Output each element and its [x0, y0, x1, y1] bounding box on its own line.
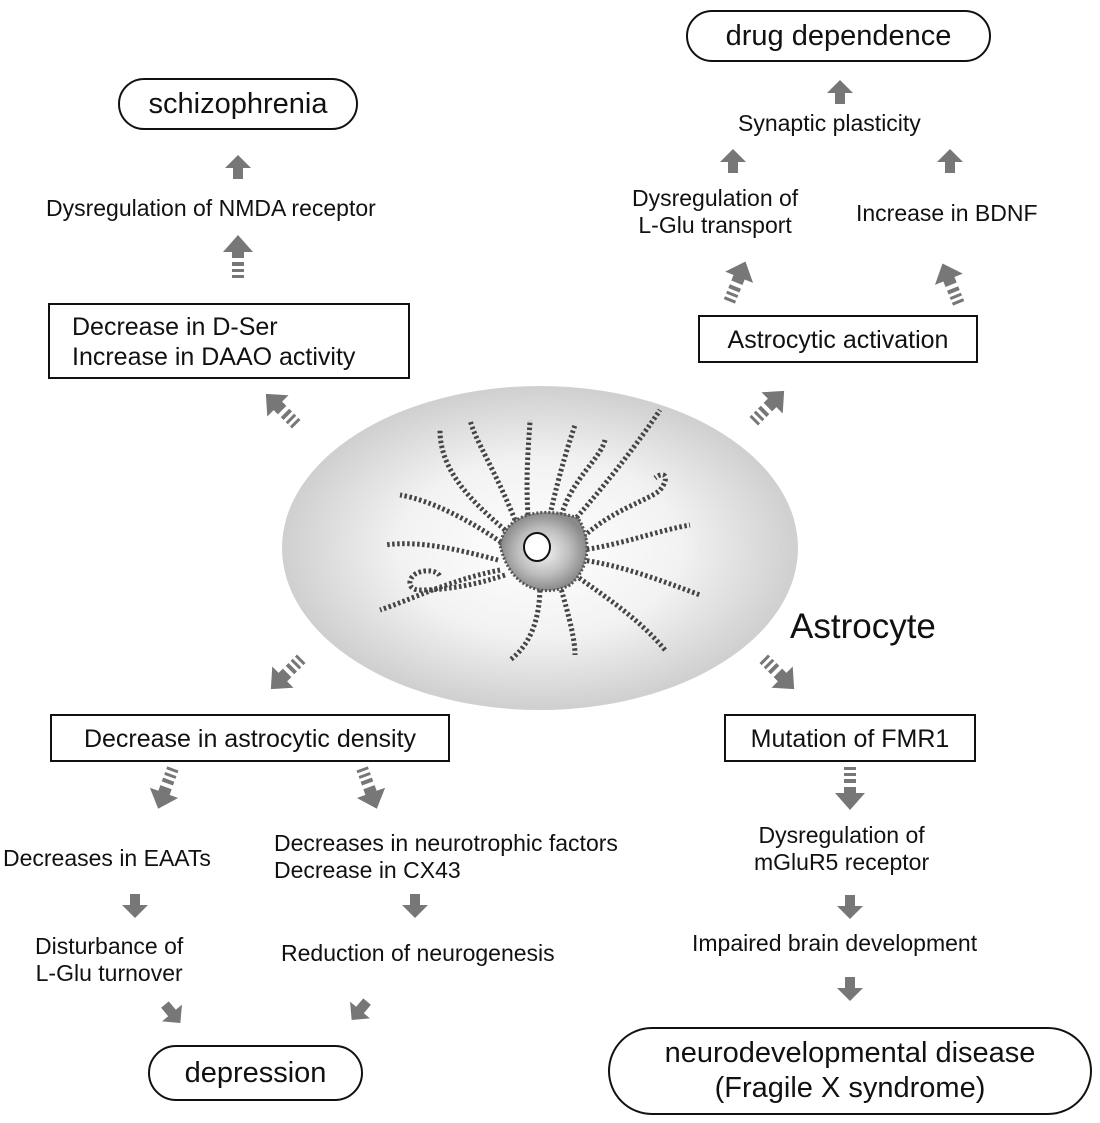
lglu-turnover-line-1: Disturbance of [35, 933, 184, 959]
solid-arrow-icon [225, 155, 251, 179]
neurotrophic-line-1: Decreases in neurotrophic factors [274, 830, 618, 856]
daao-line: Increase in DAAO activity [72, 343, 356, 371]
dashed-arrow-icon [753, 648, 805, 700]
dashed-arrow-icon [743, 380, 795, 432]
depression-node: depression [148, 1045, 363, 1101]
schizophrenia-node: schizophrenia [118, 78, 358, 130]
impaired-development-label: Impaired brain development [692, 930, 978, 956]
dashed-arrow-icon [348, 763, 391, 814]
astrocytic-density-label: Decrease in astrocytic density [83, 725, 417, 753]
dser-daao-box: Decrease in D-Ser Increase in DAAO activ… [48, 303, 410, 379]
solid-arrow-icon [122, 894, 148, 918]
fmr1-box: Mutation of FMR1 [724, 714, 976, 762]
neurotrophic-label: Decreases in neurotrophic factors Decrea… [274, 830, 618, 884]
mglur5-label: Dysregulation of mGluR5 receptor [754, 822, 929, 876]
mglur5-line-2: mGluR5 receptor [754, 848, 930, 875]
lglu-transport-line-1: Dysregulation of [632, 185, 799, 211]
neurogenesis-label: Reduction of neurogenesis [281, 940, 555, 966]
solid-arrow-icon [827, 80, 853, 104]
lglu-transport-label: Dysregulation of L-Glu transport [632, 185, 798, 239]
fragile-x-node: neurodevelopmental disease (Fragile X sy… [608, 1027, 1092, 1115]
dashed-arrow-icon [223, 235, 253, 278]
astrocytic-activation-label: Astrocytic activation [727, 326, 949, 354]
solid-arrow-icon [402, 894, 428, 918]
astrocytic-activation-box: Astrocytic activation [698, 315, 978, 363]
dashed-arrow-icon [260, 648, 312, 700]
dashed-arrow-icon [255, 383, 307, 435]
solid-arrow-icon [837, 895, 863, 919]
lglu-turnover-label: Disturbance of L-Glu turnover [35, 933, 183, 987]
astrocyte-nucleus [523, 532, 551, 562]
schizophrenia-label: schizophrenia [148, 87, 328, 120]
drug-dependence-node: drug dependence [686, 10, 991, 62]
fragile-x-line-2: (Fragile X syndrome) [714, 1072, 986, 1104]
solid-arrow-icon [154, 996, 191, 1032]
astrocyte-label: Astrocyte [790, 607, 936, 646]
eaats-label: Decreases in EAATs [3, 845, 211, 871]
fragile-x-line-1: neurodevelopmental disease [664, 1037, 1036, 1070]
nmda-dysregulation-label: Dysregulation of NMDA receptor [46, 195, 376, 221]
neurotrophic-line-2: Decrease in CX43 [274, 856, 461, 883]
astrocytic-density-box: Decrease in astrocytic density [50, 714, 450, 762]
lglu-turnover-line-2: L-Glu turnover [35, 959, 183, 986]
lglu-transport-line-2: L-Glu transport [638, 211, 792, 238]
solid-arrow-icon [341, 993, 378, 1029]
astrocyte-cell-icon [379, 408, 701, 662]
depression-label: depression [184, 1056, 327, 1089]
solid-arrow-icon [720, 149, 746, 173]
fmr1-label: Mutation of FMR1 [750, 725, 950, 753]
mglur5-line-1: Dysregulation of [758, 822, 925, 848]
dashed-arrow-icon [835, 767, 865, 810]
solid-arrow-icon [837, 977, 863, 1001]
drug-dependence-label: drug dependence [725, 19, 952, 52]
synaptic-plasticity-label: Synaptic plasticity [738, 110, 921, 136]
dashed-arrow-icon [928, 257, 973, 309]
dashed-arrow-icon [144, 763, 187, 814]
bdnf-label: Increase in BDNF [856, 200, 1038, 226]
solid-arrow-icon [937, 149, 963, 173]
dser-line: Decrease in D-Ser [72, 313, 278, 341]
dashed-arrow-icon [715, 255, 760, 307]
